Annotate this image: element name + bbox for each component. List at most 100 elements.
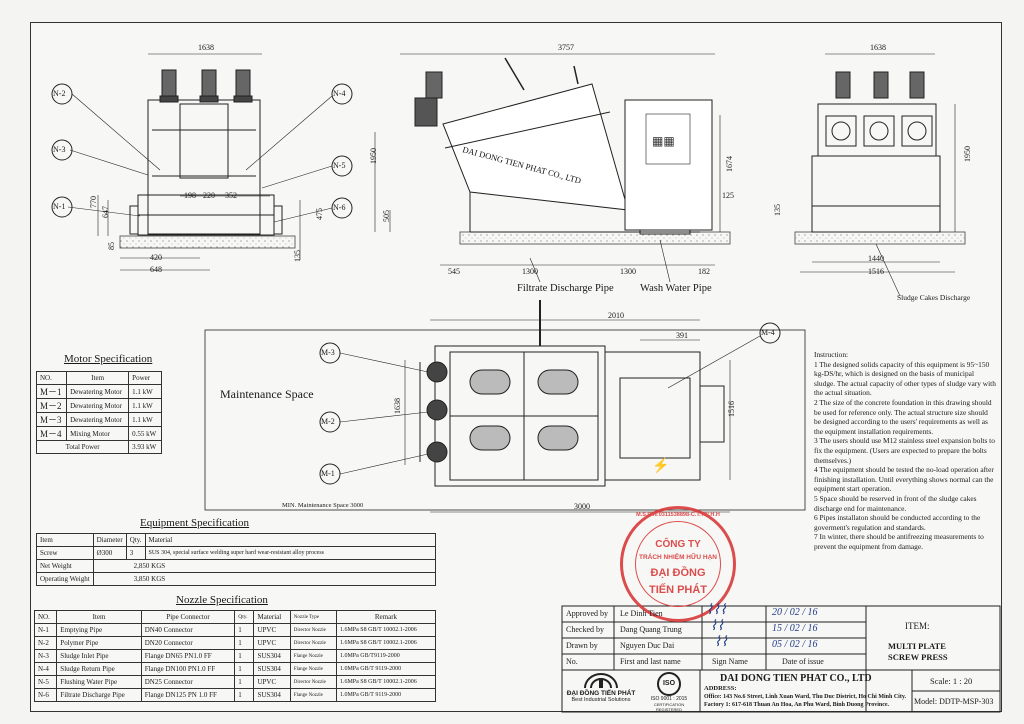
dim-right-1516: 1516 bbox=[868, 267, 884, 276]
motor-spec-table: NO. Item Power M－1 Dewatering Motor 1.1 … bbox=[35, 371, 162, 454]
motor-no: M－1 bbox=[35, 384, 68, 399]
nozzle-remark: 1.0MPa GB/T9119-2000 bbox=[335, 649, 437, 663]
iso-badge-icon: ISO bbox=[657, 672, 681, 696]
nozzle-header-material: Material bbox=[253, 610, 291, 624]
nozzle-remark: 1.6MPa S8 GB/T 10002.1-2006 bbox=[335, 675, 437, 689]
table-row: N-1 Emptying Pipe DN40 Connector 1 UPVC … bbox=[33, 623, 437, 637]
nozzle-header-connector: Pipe Connector bbox=[140, 610, 236, 624]
motor-item: Dewatering Motor bbox=[66, 384, 130, 399]
equip-op-label: Operating Weight bbox=[36, 572, 94, 586]
dim-135: 135 bbox=[293, 250, 302, 262]
nozzle-no: N-6 bbox=[33, 688, 58, 702]
approved-date: 20 / 02 / 16 bbox=[772, 607, 818, 618]
instructions-heading: Instruction: bbox=[814, 350, 849, 359]
motor-header-power: Power bbox=[128, 371, 162, 385]
item-value-2: SCREW PRESS bbox=[888, 652, 948, 662]
table-row: M－2 Dewatering Motor 1.1 kW bbox=[35, 398, 162, 413]
nozzle-connector: Flange DN100 PN1.0 FF bbox=[140, 662, 236, 676]
table-row: M－1 Dewatering Motor 1.1 kW bbox=[35, 384, 162, 399]
motor-power: 1.1 kW bbox=[128, 384, 162, 399]
equip-screw-item: Screw bbox=[36, 546, 94, 560]
dim-right-135: 135 bbox=[773, 204, 782, 216]
dim-plan-3000: 3000 bbox=[574, 502, 590, 511]
dim-right-height: 1950 bbox=[963, 146, 972, 162]
nozzle-spec-table: NO. Item Pipe Connector Qty. Material No… bbox=[33, 610, 437, 702]
dim-f-545: 545 bbox=[448, 267, 460, 276]
dim-front-length: 3757 bbox=[558, 43, 574, 52]
dim-475: 475 bbox=[315, 208, 324, 220]
nozzle-connector: DN20 Connector bbox=[140, 636, 236, 650]
nozzle-remark: 1.6MPa S8 GB/T 10002.1-2006 bbox=[335, 636, 437, 650]
table-row: Total Power 3.93 kW bbox=[35, 440, 162, 454]
dim-side-width: 1638 bbox=[198, 43, 214, 52]
nozzle-header-no: NO. bbox=[33, 610, 58, 624]
iso-text: ISO 9001 : 2015 bbox=[650, 696, 688, 702]
checked-signature: ⌇⌇ bbox=[710, 619, 724, 634]
motor-item: Mixing Motor bbox=[66, 426, 130, 441]
dim-f-182: 182 bbox=[698, 267, 710, 276]
side-view-right bbox=[794, 53, 966, 297]
table-row: M－4 Mixing Motor 0.55 kW bbox=[35, 426, 162, 441]
equip-net-label: Net Weight bbox=[36, 559, 94, 573]
no-label: No. bbox=[566, 657, 578, 666]
dim-plan-2010: 2010 bbox=[608, 311, 624, 320]
nozzle-remark: 1.0MPa GB/T 9119-2000 bbox=[335, 662, 437, 676]
approved-signature: ⌇⌇⌇ bbox=[706, 603, 727, 618]
label-m1: M-1 bbox=[321, 469, 335, 478]
instruction-item: 3 The users should use M12 stainless ste… bbox=[814, 436, 995, 465]
label-n4: N-4 bbox=[333, 89, 346, 98]
motor-total-label: Total Power bbox=[35, 440, 130, 454]
dim-front-505: 505 bbox=[382, 210, 391, 222]
logo-slogan: Best Industrial Solutions bbox=[571, 697, 631, 703]
motor-no: M－3 bbox=[35, 412, 68, 427]
address-label: ADDRESS: bbox=[704, 685, 737, 692]
label-n6: N-6 bbox=[333, 203, 346, 212]
nozzle-material: SUS304 bbox=[253, 688, 291, 702]
nozzle-material: UPVC bbox=[253, 623, 291, 637]
motor-header-no: NO. bbox=[35, 371, 68, 385]
nozzle-connector: Flange DN125 PN 1.0 FF bbox=[140, 688, 236, 702]
iso-cert: CERTIFICATION REGISTERED bbox=[653, 702, 685, 712]
label-n1: N-1 bbox=[53, 202, 66, 211]
factory-address: Factory 1: 617-618 Thuan An Hoa, An Phu … bbox=[704, 702, 890, 708]
nozzle-spec-title: Nozzle Specification bbox=[176, 594, 268, 606]
nozzle-item: Filtrate Discharge Pipe bbox=[56, 688, 142, 702]
equip-screw-material: SUS 304, special surface welding super h… bbox=[144, 546, 436, 560]
side-view-left bbox=[51, 53, 353, 271]
equip-header-material: Material bbox=[144, 533, 436, 547]
front-view bbox=[374, 53, 731, 283]
dim-plan-1516: 1516 bbox=[727, 401, 736, 417]
nozzle-type: Director Nozzle bbox=[289, 636, 337, 650]
instruction-item: 6 Pipes installaton should be conducted … bbox=[814, 513, 981, 532]
dim-f-1300a: 1300 bbox=[522, 267, 538, 276]
table-row: Operating Weight 3,850 KGS bbox=[36, 572, 437, 586]
approved-name: Le Dinh Tien bbox=[620, 609, 663, 618]
iso-logo: ISO ISO 9001 : 2015 CERTIFICATION REGIST… bbox=[642, 672, 696, 712]
item-value-1: MULTI PLATE bbox=[888, 641, 946, 651]
motor-no: M－2 bbox=[35, 398, 68, 413]
plan-view bbox=[204, 300, 806, 513]
company-stamp: M.S.D.N:0311538898-C.T.T.N.H.H CÔNG TY T… bbox=[620, 506, 736, 622]
motor-power: 1.1 kW bbox=[128, 412, 162, 427]
nozzle-header-item: Item bbox=[56, 610, 142, 624]
dim-side-base: 648 bbox=[150, 265, 162, 274]
stamp-ring-text: M.S.D.N:0311538898-C.T.T.N.H.H bbox=[636, 512, 720, 518]
stamp-line3: ĐẠI ĐỒNG bbox=[650, 567, 706, 579]
label-n3: N-3 bbox=[53, 145, 66, 154]
label-min-maintenance: MIN. Maintenance Space 3000 bbox=[282, 502, 364, 509]
motor-no: M－4 bbox=[35, 426, 68, 441]
dim-220: 220 bbox=[203, 191, 215, 200]
dim-right-1440: 1440 bbox=[868, 254, 884, 263]
motor-power: 0.55 kW bbox=[128, 426, 162, 441]
date-issue-label: Date of issue bbox=[782, 657, 824, 666]
instructions-block: Instruction: 1 The designed solids capac… bbox=[814, 350, 996, 551]
motor-icon bbox=[159, 69, 253, 103]
label-maintenance-space: Maintenance Space bbox=[220, 387, 314, 401]
label-m2: M-2 bbox=[321, 417, 335, 426]
nozzle-material: UPVC bbox=[253, 675, 291, 689]
nozzle-qty: 1 bbox=[234, 649, 255, 663]
checked-label: Checked by bbox=[566, 625, 604, 634]
nozzle-header-type: Nozzle Type bbox=[289, 610, 337, 624]
table-row: N-5 Flushing Water Pipe DN25 Connector 1… bbox=[33, 675, 437, 689]
label-n5: N-5 bbox=[333, 161, 346, 170]
